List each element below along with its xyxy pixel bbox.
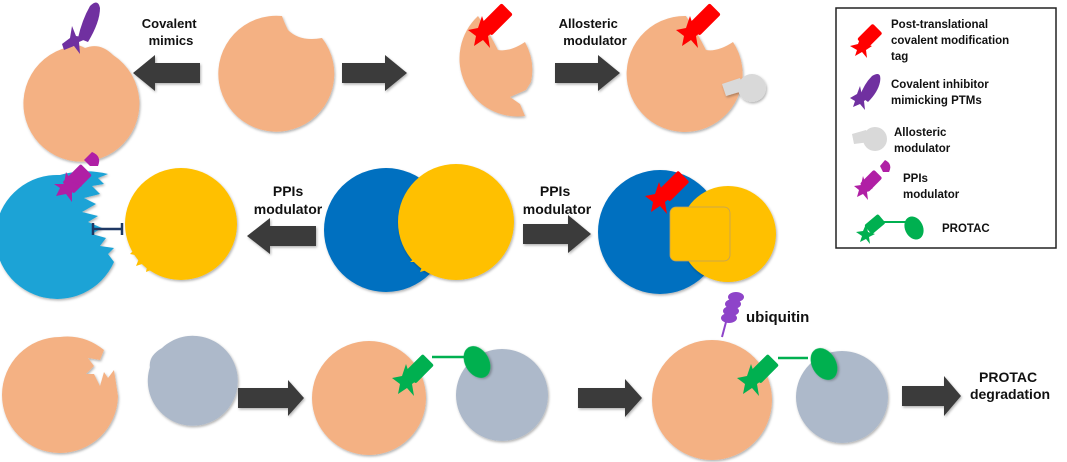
- legend-item-allosteric: Allosteric modulator: [852, 127, 951, 155]
- arrow-ubiquitination: [578, 379, 642, 417]
- covalent-inhibitor-icon: [62, 2, 100, 54]
- ptm-tag-icon: [676, 3, 721, 48]
- legend-item-covalent-inhibitor: Covalent inhibitor mimicking PTMs: [850, 74, 992, 110]
- protein-allosteric-bound: [626, 3, 766, 132]
- ppi-complex: [324, 164, 514, 292]
- ptm-tag-icon: [468, 3, 513, 48]
- legend-item-ppi-modulator: PPIs modulator: [854, 160, 960, 201]
- svg-text:Post-translational cov: Post-translational covalent modification…: [891, 19, 1012, 63]
- ptm-tag-icon: [850, 24, 882, 58]
- label-covalent-mimics: Covalent mimics: [142, 16, 201, 48]
- allosteric-modulator-icon: [852, 127, 887, 151]
- svg-text:Allosteric modulator: Allosteric modulator: [894, 127, 951, 155]
- ppi-stabilized-complex: [598, 170, 776, 294]
- inhibition-symbol: [91, 223, 124, 235]
- protac-ternary-complex: [312, 341, 548, 455]
- legend-item-protac: PROTAC: [856, 214, 990, 244]
- ubiquitin-chain-icon: [721, 292, 744, 338]
- ptm-tag-icon: [645, 171, 689, 214]
- arrow-allosteric-modulator: [555, 55, 620, 91]
- label-ubiquitin: ubiquitin: [746, 309, 809, 326]
- arrow-to-ptm: [342, 55, 407, 91]
- target-protein-pocket: [2, 336, 118, 454]
- protac-icon: [737, 348, 838, 396]
- svg-text:PROTAC: PROTAC: [942, 223, 990, 235]
- legend: Post-translational covalent modification…: [835, 7, 1057, 249]
- legend-item-ptm-tag: Post-translational covalent modification…: [850, 19, 1012, 63]
- protein-ptm-modified: [459, 3, 533, 117]
- partner-protein-spiky: [125, 168, 237, 280]
- ubiquitinated-ternary-complex: ubiquitin: [652, 292, 888, 460]
- allosteric-modulator-icon: [722, 74, 766, 102]
- protein-covalent-bound: [23, 2, 140, 162]
- label-allosteric-modulator: Allosteric modulator: [559, 16, 627, 48]
- protac-icon: [856, 214, 924, 244]
- protein-ppi-inhibited: [0, 152, 124, 299]
- covalent-inhibitor-icon: [850, 74, 881, 110]
- arrow-degradation: [902, 376, 961, 416]
- label-ppis-modulator-right: PPIs modulator: [523, 183, 592, 217]
- arrow-protac-binding: [238, 380, 304, 416]
- label-protac-degradation: PROTAC degradation: [970, 369, 1050, 402]
- e3-ligase-protein: [147, 335, 238, 426]
- protein-unmodified: [218, 15, 335, 132]
- label-ppis-modulator-left: PPIs modulator: [254, 183, 323, 217]
- svg-text:PPIs modulator: PPIs modulator: [903, 173, 960, 201]
- svg-text:Covalent inhibitor mi: Covalent inhibitor mimicking PTMs: [891, 79, 992, 107]
- ppi-modulator-icon: [854, 160, 891, 200]
- ppi-modulator-icon: [54, 152, 100, 202]
- arrow-ppis-modulator-right: [523, 215, 591, 253]
- arrow-covalent-mimics: [133, 55, 200, 91]
- protac-icon: [392, 346, 491, 396]
- arrow-ppis-modulator-left: [247, 218, 316, 254]
